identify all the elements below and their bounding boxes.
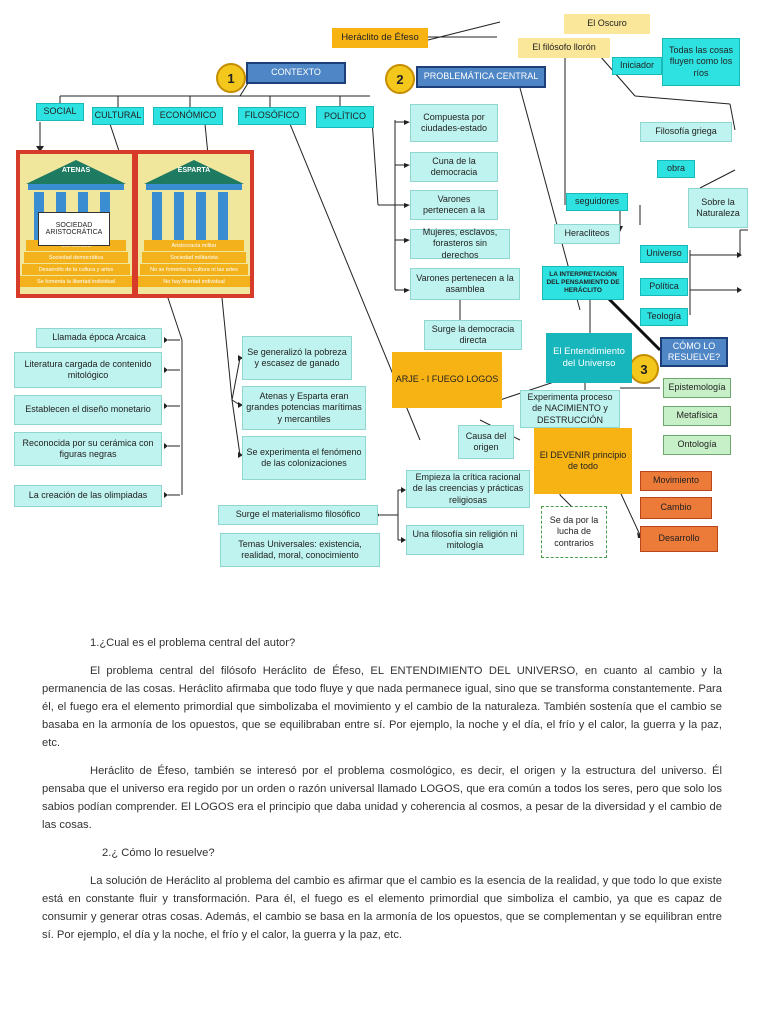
question-2: 2.¿ Cómo lo resuelve? — [102, 847, 215, 859]
cultural-node: CULTURAL — [92, 107, 144, 125]
sparta-step: Sociedad militarista — [142, 252, 246, 263]
seguidores-node: seguidores — [566, 193, 628, 211]
desarrollo-node: Desarrollo — [640, 526, 718, 552]
question-1: 1.¿Cual es el problema central del autor… — [90, 637, 296, 649]
economico-node: ECONÓMICO — [153, 107, 223, 125]
essay: 1.¿Cual es el problema central del autor… — [42, 634, 722, 954]
social-node: SOCIAL — [36, 103, 84, 121]
step-1-badge: 1 — [216, 63, 246, 93]
oscuro-node: El Oscuro — [564, 14, 650, 34]
olimpiadas-node: La creación de las olimpiadas — [14, 485, 162, 507]
entendimiento-node: El Entendimiento del Universo — [546, 333, 632, 383]
iniciador-node: Iniciador — [612, 57, 662, 75]
obra-node: obra — [657, 160, 695, 178]
literatura-node: Literatura cargada de contenido mitológi… — [14, 352, 162, 388]
epistemologia-node: Epistemología — [663, 378, 731, 398]
answer-1-paragraph-2: Heráclito de Éfeso, también se interesó … — [42, 765, 722, 831]
sociedad-aristocratica-label: SOCIEDAD ARISTOCRÁTICA — [38, 212, 110, 246]
arcaica-node: Llamada época Arcaica — [36, 328, 162, 348]
surge-democracia-node: Surge la democracia directa — [424, 320, 522, 350]
causa-node: Causa del origen — [458, 425, 514, 459]
todas-cosas-node: Todas las cosas fluyen como los ríos — [662, 38, 740, 86]
movimiento-node: Movimiento — [640, 471, 712, 491]
sparta-step: Aristocracia militar — [144, 240, 244, 251]
lloron-node: El filósofo llorón — [518, 38, 610, 58]
politico-node: POLÍTICO — [316, 106, 374, 128]
diseno-node: Establecen el diseño monetario — [14, 395, 162, 425]
experimenta-node: Experimenta proceso de NACIMIENTO y DEST… — [520, 390, 620, 428]
metafisica-node: Metafísica — [663, 406, 731, 426]
athens-step: Sociedad democrática — [24, 252, 128, 263]
mujeres-node: Mujeres, esclavos, forasteros sin derech… — [410, 227, 510, 260]
cambio-node: Cambio — [640, 497, 712, 519]
varones-1-node: Varones pertenecen a la — [410, 190, 498, 220]
athens-label: ATENAS — [61, 167, 91, 174]
universo-node: Universo — [640, 245, 688, 263]
temples-illustration: ATENAS Democracia Sociedad democrática D… — [16, 150, 254, 298]
step-3-badge: 3 — [629, 354, 659, 384]
sparta-temple: ESPARTA Aristocracia militar Sociedad mi… — [138, 154, 250, 294]
answer-2-paragraph: La solución de Heráclito al problema del… — [42, 875, 722, 941]
materialismo-node: Surge el materialismo filosófico — [218, 505, 378, 525]
sin-religion-node: Una filosofía sin religión ni mitología — [406, 525, 524, 555]
cuna-node: Cuna de la democracia — [410, 152, 498, 182]
athens-step: Se fomenta la libertad individual — [20, 276, 132, 287]
title-node: Heráclito de Éfeso — [332, 28, 428, 48]
answer-1-paragraph-1: El problema central del filósofo Herácli… — [42, 665, 722, 749]
sparta-label: ESPARTA — [177, 167, 211, 174]
varones-2-node: Varones pertenecen a la asamblea — [410, 268, 520, 300]
ceramica-node: Reconocida por su cerámica con figuras n… — [14, 432, 162, 466]
arje-node: ARJE - I FUEGO LOGOS — [392, 352, 502, 408]
contexto-node: CONTEXTO — [246, 62, 346, 84]
problematica-node: PROBLEMÁTICA CENTRAL — [416, 66, 546, 88]
step-2-badge: 2 — [385, 64, 415, 94]
ontologia-node: Ontología — [663, 435, 731, 455]
filosofico-node: FILOSÓFICO — [238, 107, 306, 125]
como-resuelve-node: CÓMO LO RESUELVE? — [660, 337, 728, 367]
teologia-node: Teología — [640, 308, 688, 326]
sobre-naturaleza-node: Sobre la Naturaleza — [688, 188, 748, 228]
filosofia-griega-node: Filosofía griega — [640, 122, 732, 142]
heracliteos-node: Heracliteos — [554, 224, 620, 244]
temas-node: Temas Universales: existencia, realidad,… — [220, 533, 380, 567]
sparta-step: No hay libertad individual — [138, 276, 250, 287]
devenir-node: El DEVENIR principio de todo — [534, 428, 632, 494]
politica-node: Política — [640, 278, 688, 296]
pobreza-node: Se generalizó la pobreza y escasez de ga… — [242, 336, 352, 380]
lucha-node: Se da por la lucha de contrarios — [541, 506, 607, 558]
compuesta-node: Compuesta por ciudades-estado — [410, 104, 498, 142]
colonizaciones-node: Se experimenta el fenómeno de las coloni… — [242, 436, 366, 480]
interpretacion-node: LA INTERPRETACIÓN DEL PENSAMIENTO DE HER… — [542, 266, 624, 300]
sparta-step: No se fomenta la cultura ni las artes — [140, 264, 248, 275]
critica-node: Empieza la crítica racional de las creen… — [406, 470, 530, 508]
athens-step: Desarrollo de la cultura y artes — [22, 264, 130, 275]
potencias-node: Atenas y Esparta eran grandes potencias … — [242, 386, 366, 430]
